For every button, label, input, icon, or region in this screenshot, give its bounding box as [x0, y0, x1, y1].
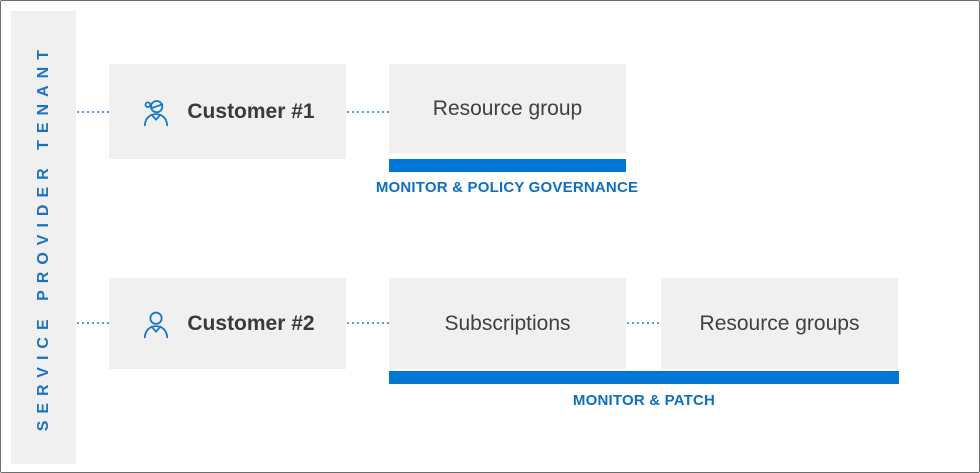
customer-1-person-with-cap-icon — [140, 95, 172, 129]
subscriptions-label: Subscriptions — [444, 311, 571, 335]
service-provider-tenant-band: SERVICE PROVIDER TENANT — [11, 11, 76, 464]
resource-group-label: Resource group — [432, 96, 583, 120]
resource-groups-label: Resource groups — [699, 311, 860, 335]
service-provider-tenant-label: SERVICE PROVIDER TENANT — [34, 43, 52, 432]
customer-2-person-icon — [140, 307, 172, 341]
resource-group-box: Resource group — [389, 64, 626, 153]
connector-subscriptions-to-resource-groups — [627, 322, 661, 324]
subscriptions-box: Subscriptions — [389, 278, 626, 369]
customer-2-label: Customer #2 — [187, 311, 315, 335]
connector-customer1-to-resource-group — [347, 111, 389, 113]
connector-customer2-to-subscriptions — [347, 322, 389, 324]
customer-2-box: Customer #2 — [109, 278, 346, 369]
monitor-patch-label: MONITOR & PATCH — [572, 392, 716, 409]
connector-tenant-to-customer2 — [77, 322, 109, 324]
monitor-policy-governance-bar — [389, 159, 626, 172]
monitor-patch-bar — [389, 371, 899, 384]
customer-1-label: Customer #1 — [187, 99, 315, 123]
resource-groups-box: Resource groups — [661, 278, 898, 369]
monitor-policy-governance-label: MONITOR & POLICY GOVERNANCE — [375, 179, 639, 196]
connector-tenant-to-customer1 — [77, 111, 109, 113]
customer-1-box: Customer #1 — [109, 64, 346, 159]
